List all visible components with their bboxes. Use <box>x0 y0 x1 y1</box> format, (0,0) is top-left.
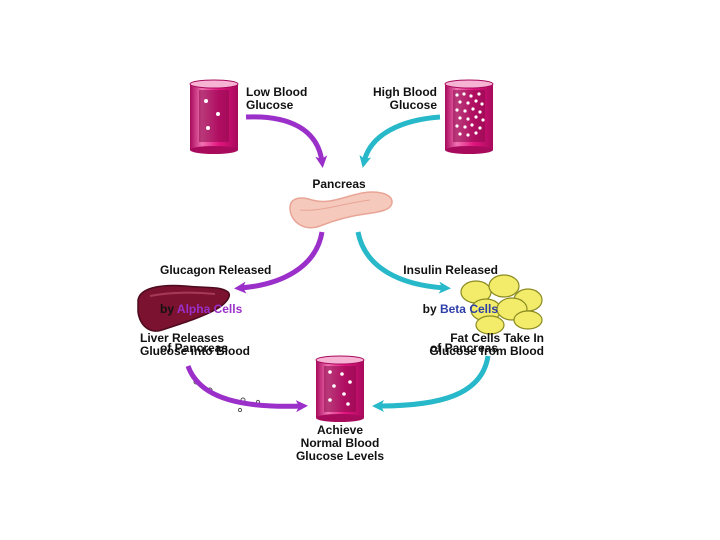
label-glucagon-by: by <box>160 302 177 316</box>
arrow-low-to-pancreas <box>245 114 328 168</box>
label-high-blood-glucose: High Blood Glucose <box>373 85 437 112</box>
fat-cells-icon <box>460 274 543 335</box>
blood-vessel-low-glucose-icon <box>189 79 239 154</box>
label-glucagon-line2: by Alpha Cells <box>160 303 271 316</box>
label-glucagon-released: Glucagon Released by Alpha Cells of Panc… <box>160 238 271 368</box>
label-insulin-by: by <box>422 302 440 316</box>
label-fat-cells: Fat Cells Take In Glucose from Blood <box>429 331 544 358</box>
arrow-pancreas-to-fat-cells <box>355 231 451 294</box>
label-low-blood-glucose: Low Blood Glucose <box>246 85 308 112</box>
pancreas-icon <box>289 191 393 229</box>
label-alpha-cells: Alpha Cells <box>176 302 243 316</box>
label-glucagon-line3: of Pancreas <box>160 341 229 355</box>
arrow-high-to-pancreas <box>359 114 441 168</box>
label-insulin-line3: of Pancreas <box>429 341 498 355</box>
arrow-liver-to-normal <box>185 365 308 413</box>
label-insulin-line2: by Beta Cells <box>403 303 498 316</box>
blood-vessel-high-glucose-icon <box>444 79 494 154</box>
arrow-fat-to-normal <box>372 355 491 412</box>
label-beta-cells: Beta Cells <box>439 302 498 316</box>
label-glucagon-line1: Glucagon Released <box>160 263 272 277</box>
label-insulin-released: Insulin Released by Beta Cells of Pancre… <box>403 238 498 368</box>
arrow-pancreas-to-liver <box>234 231 325 294</box>
label-liver-releases: Liver Releases Glucose into Blood <box>140 331 250 358</box>
label-insulin-line1: Insulin Released <box>403 263 498 277</box>
blood-vessel-normal-glucose-icon <box>315 355 365 422</box>
label-normal-blood-glucose: Achieve Normal Blood Glucose Levels <box>295 423 385 463</box>
liver-icon <box>137 284 230 332</box>
label-pancreas: Pancreas <box>312 177 366 191</box>
